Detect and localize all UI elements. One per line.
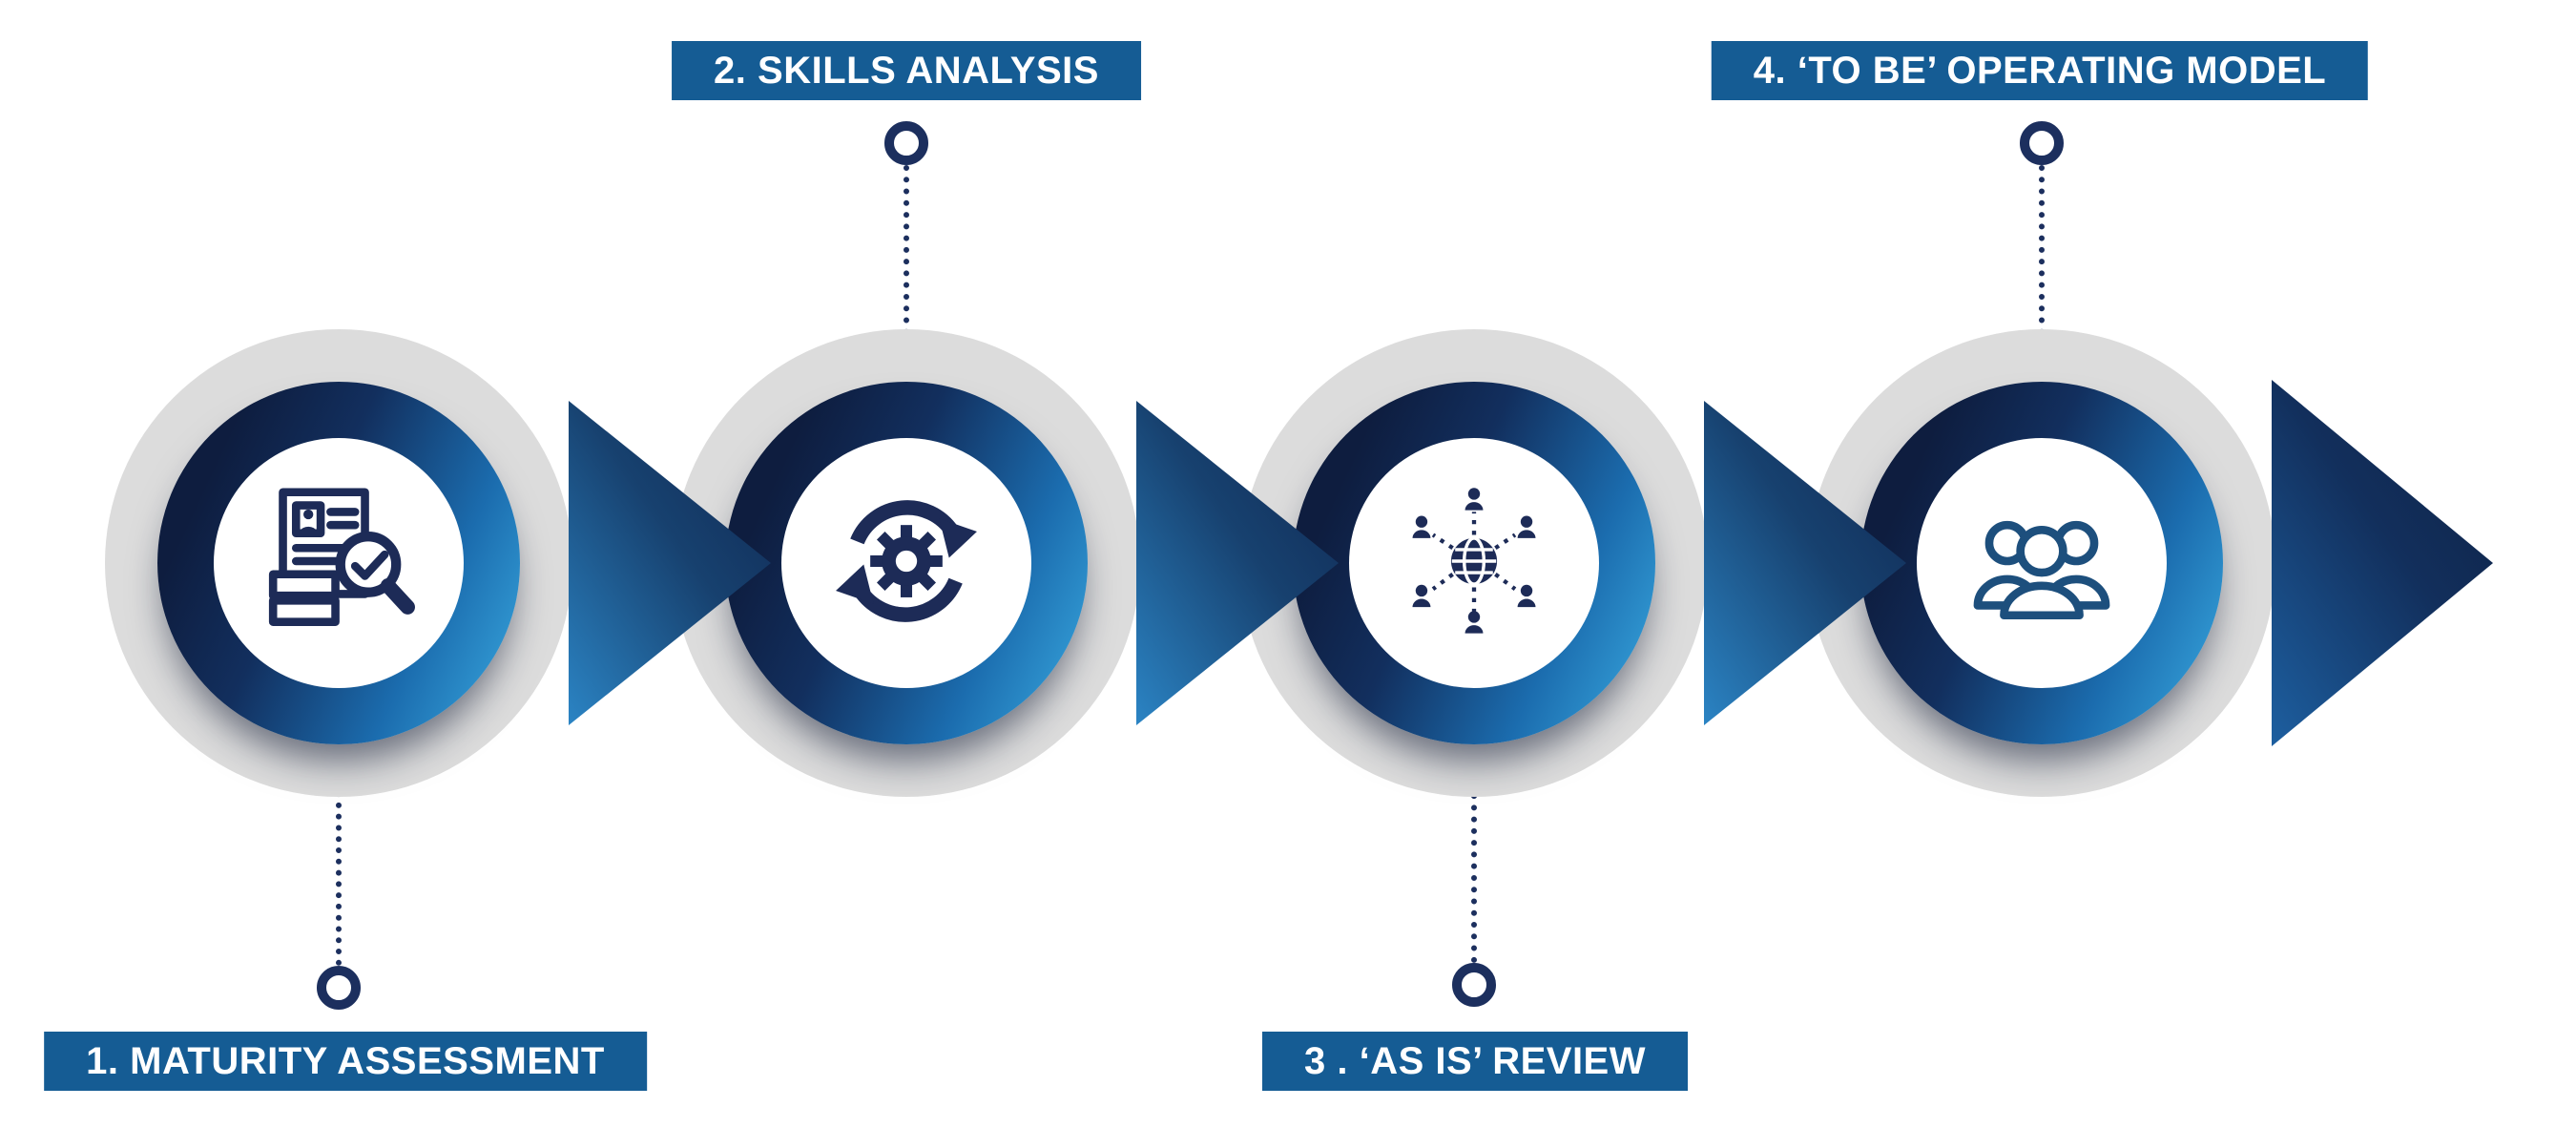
- step-2-connector-node: [884, 121, 928, 165]
- step-4-connector-node: [2020, 121, 2064, 165]
- sync-gear-icon: [824, 479, 988, 648]
- step-2-label: 2. SKILLS ANALYSIS: [672, 41, 1141, 100]
- step-3-ring: [1293, 382, 1655, 744]
- step-2-inner-circle: [781, 438, 1031, 688]
- step-1-connector-line: [336, 746, 342, 966]
- globe-network-icon: [1392, 479, 1556, 648]
- step-1-ring: [157, 382, 520, 744]
- step-4: [1808, 329, 2275, 797]
- step-1: [105, 329, 572, 797]
- resume-magnifier-icon: [257, 479, 421, 648]
- step-2-connector-line: [904, 165, 909, 382]
- step-3-label: 3 . ‘AS IS’ REVIEW: [1262, 1032, 1688, 1091]
- step-3-connector-line: [1471, 746, 1477, 963]
- team-group-icon: [1960, 479, 2124, 648]
- step-3-inner-circle: [1349, 438, 1599, 688]
- step-1-label: 1. MATURITY ASSESSMENT: [44, 1032, 647, 1091]
- step-4-inner-circle: [1917, 438, 2167, 688]
- step-2-ring: [725, 382, 1088, 744]
- step-4-connector-line: [2039, 165, 2045, 382]
- step-4-ring: [1860, 382, 2223, 744]
- flow-arrow-end: [2272, 380, 2493, 746]
- step-1-inner-circle: [214, 438, 464, 688]
- step-4-label: 4. ‘TO BE’ OPERATING MODEL: [1711, 41, 2369, 100]
- step-1-connector-node: [317, 966, 361, 1010]
- step-3-connector-node: [1452, 963, 1496, 1007]
